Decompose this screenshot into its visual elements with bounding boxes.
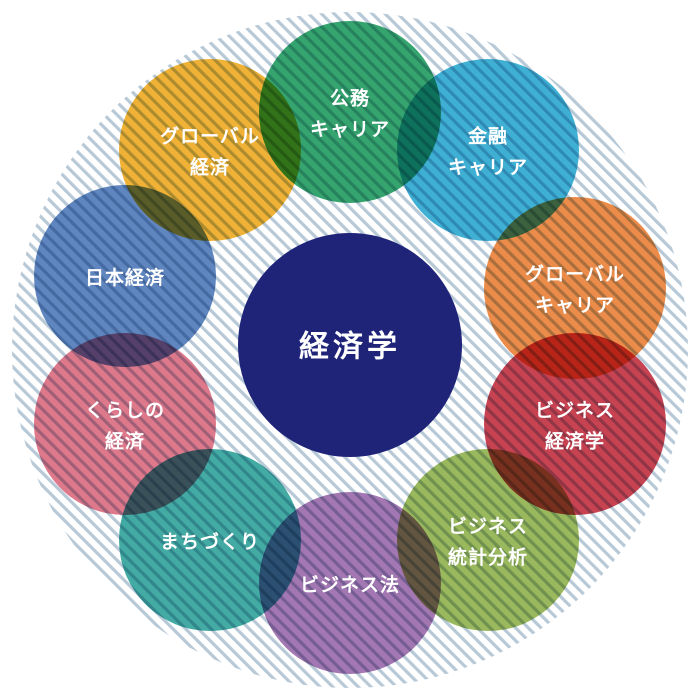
center-label: 経済学 [299, 330, 401, 365]
node-label-business-law-line-1: ビジネス法 [300, 573, 400, 596]
node-label-life-econ-line-1: くらしの [85, 400, 165, 422]
node-label-global-econ-line-1: グローバル [160, 125, 260, 148]
node-circle-life-econ[interactable] [34, 333, 216, 515]
node-circle-global-career[interactable] [484, 197, 666, 379]
node-business-law[interactable] [259, 492, 441, 674]
node-label-community-line-1: まちづくり [160, 531, 260, 553]
node-label-global-career-line-1: グローバル [525, 263, 625, 286]
node-circle-business-law[interactable] [259, 492, 441, 674]
node-label-public-career-line-2: キャリア [310, 119, 390, 141]
node-label-business-econ-line-2: 経済学 [545, 430, 605, 453]
node-label-life-econ-line-2: 経済 [105, 430, 145, 453]
node-circle-finance-career[interactable] [397, 59, 579, 241]
node-label-business-stats-line-2: 統計分析 [448, 546, 528, 569]
center-node[interactable]: 経済学 [238, 233, 462, 457]
node-finance-career[interactable] [397, 59, 579, 241]
node-life-econ[interactable] [34, 333, 216, 515]
node-label-finance-career-line-1: 金融 [467, 125, 508, 148]
node-circle-global-econ[interactable] [119, 59, 301, 241]
node-label-business-econ-line-1: ビジネス [535, 400, 615, 422]
node-circle-business-stats[interactable] [397, 449, 579, 631]
course-nodes: 公務キャリア金融キャリアグローバルキャリアビジネス経済学ビジネス統計分析ビジネス… [34, 21, 666, 674]
node-label-global-career-line-2: キャリア [535, 295, 615, 317]
node-label-finance-career-line-2: キャリア [448, 157, 528, 179]
node-business-stats[interactable] [397, 449, 579, 631]
node-label-business-stats-line-1: ビジネス [448, 516, 528, 538]
node-public-career[interactable] [259, 21, 441, 203]
node-global-career[interactable] [484, 197, 666, 379]
center-circle[interactable] [238, 233, 462, 457]
node-circle-public-career[interactable] [259, 21, 441, 203]
node-label-global-econ-line-2: 経済 [190, 156, 230, 179]
node-global-econ[interactable] [119, 59, 301, 241]
node-label-japan-econ-line-1: 日本経済 [85, 266, 165, 289]
node-label-public-career-line-1: 公務 [330, 87, 370, 110]
